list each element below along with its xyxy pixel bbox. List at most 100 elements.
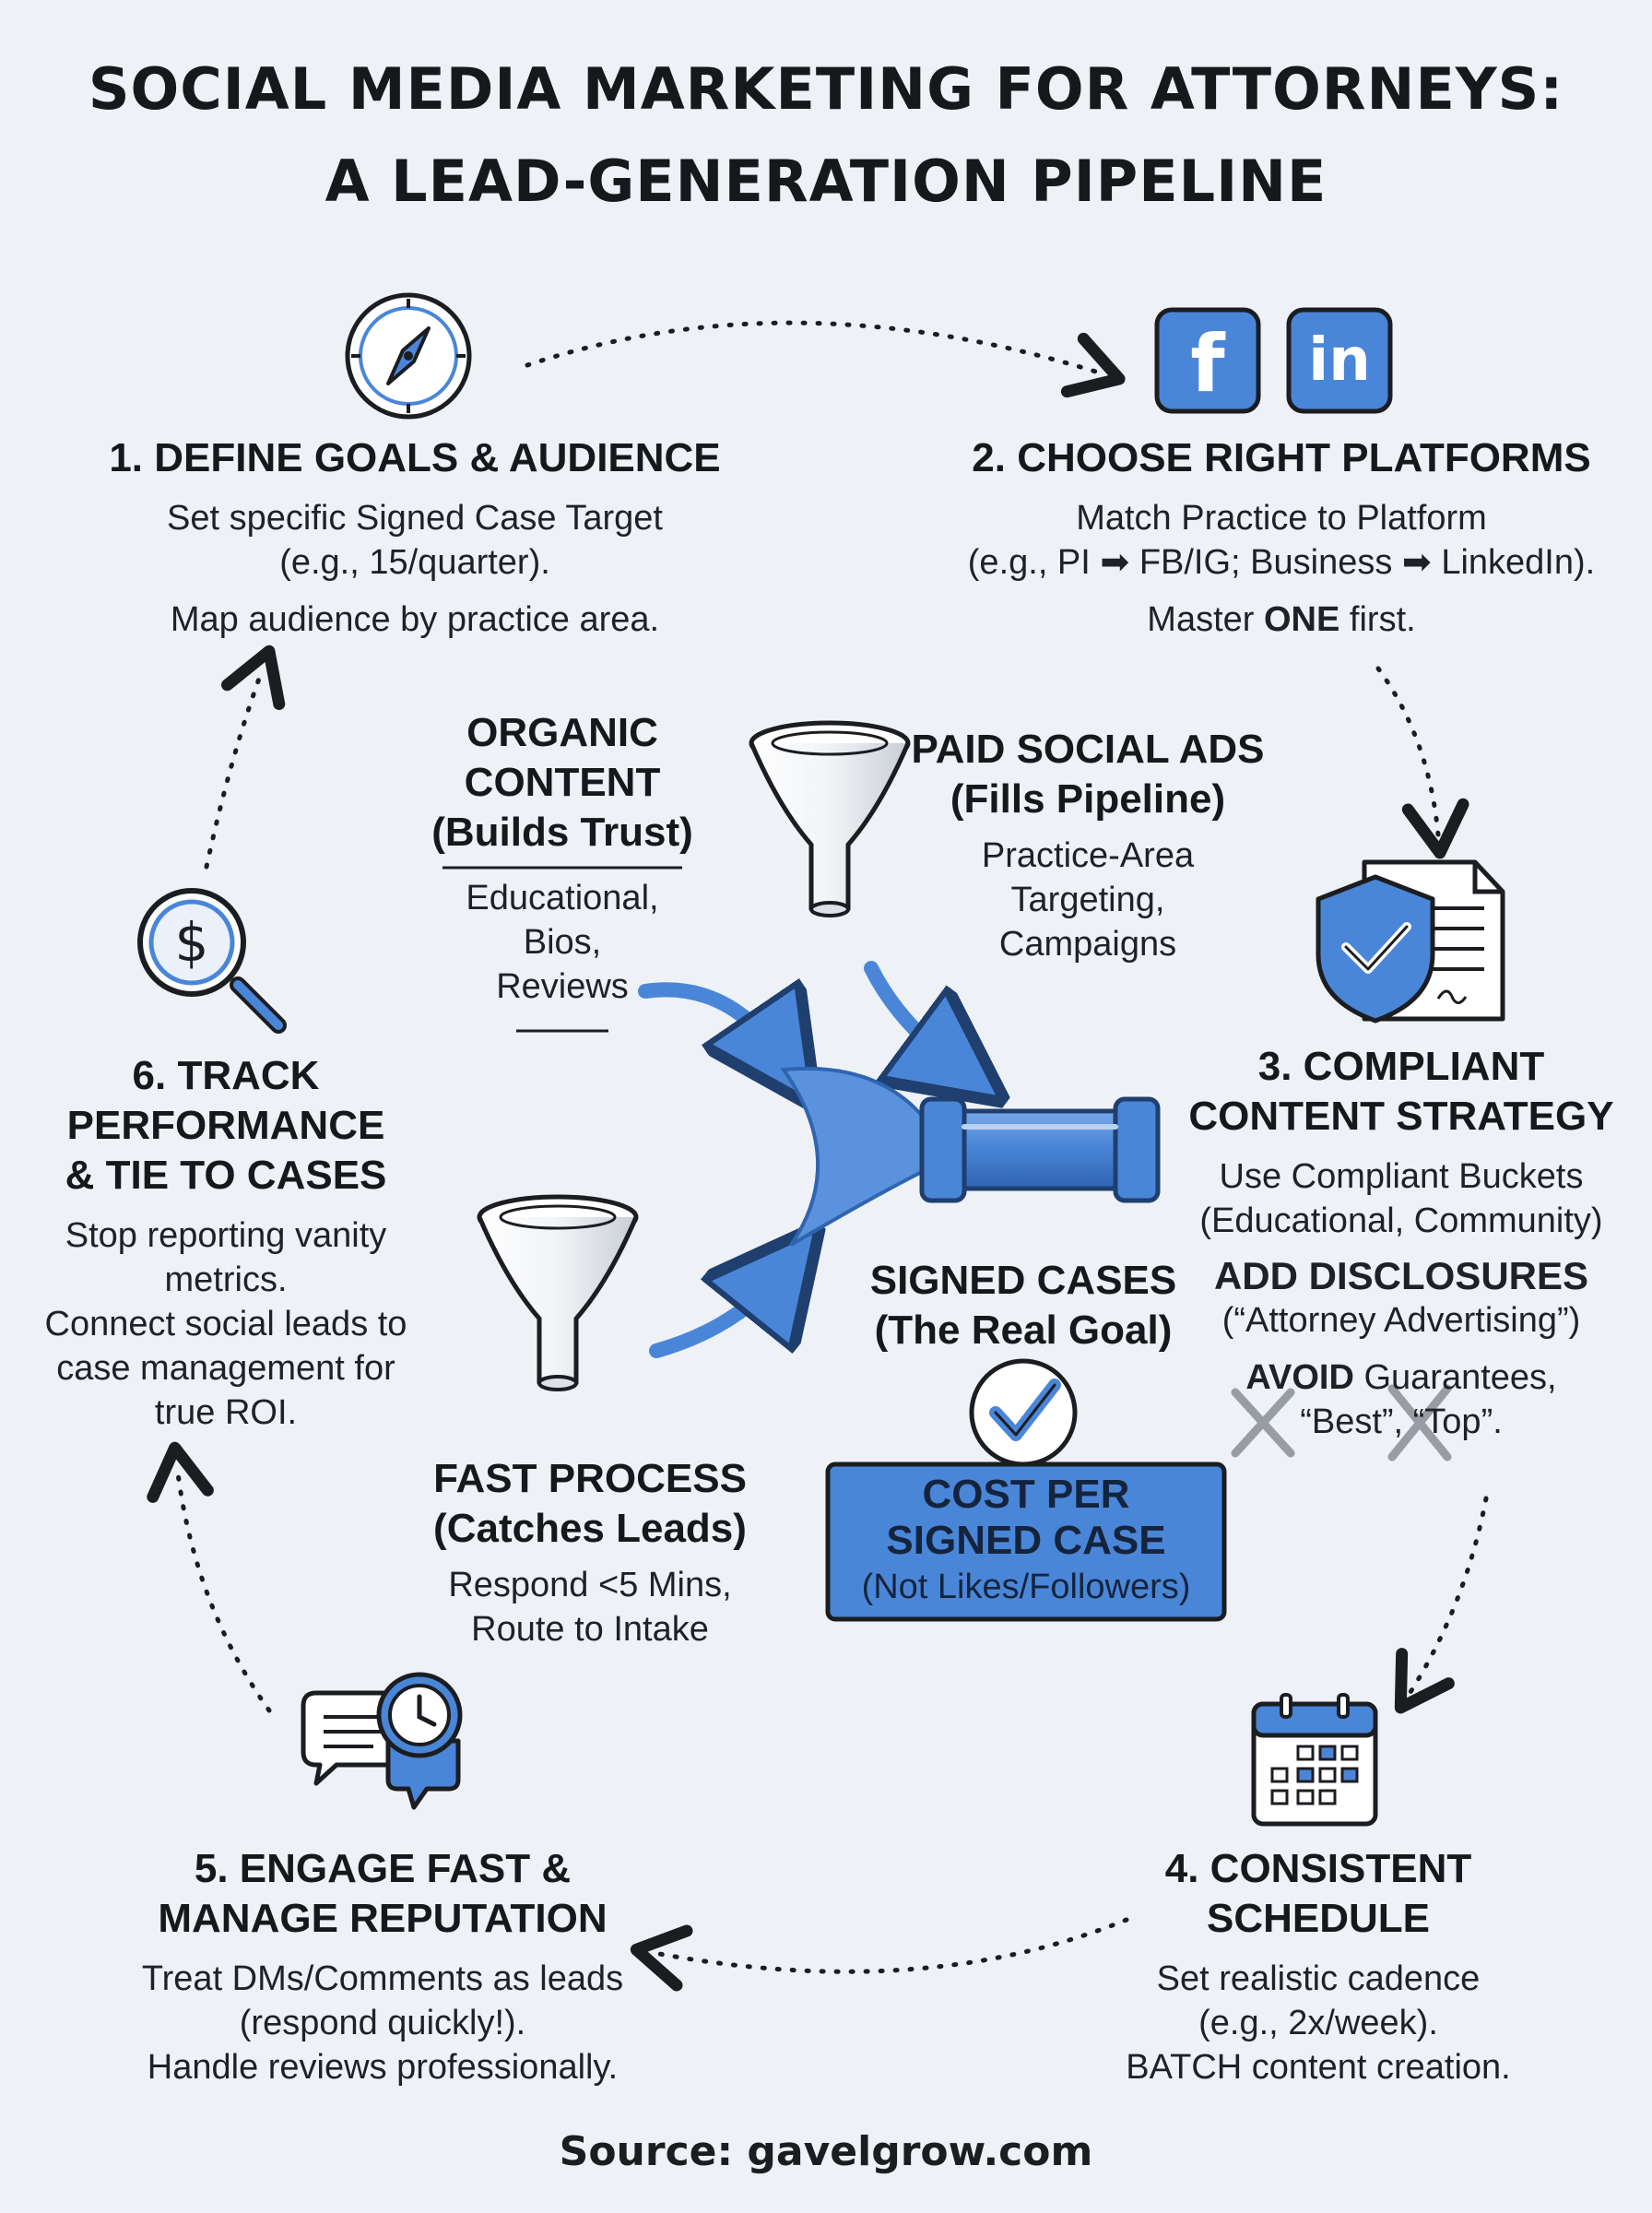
step-3-line-4b: Guarantees, (1363, 1358, 1557, 1397)
paid-heading-1: PAID SOCIAL ADS (911, 727, 1265, 772)
step-2-line-3a: Master (1147, 600, 1255, 639)
organic-heading-1: ORGANIC (466, 710, 658, 755)
step-6-heading-2: PERFORMANCE (66, 1103, 385, 1148)
step-1-heading: 1. DEFINE GOALS & AUDIENCE (109, 435, 721, 480)
arrow-fast-to-pipe (649, 1271, 784, 1358)
shield-document-icon (1316, 859, 1505, 1024)
step-2-line-2b: FB/IG; Business (1139, 543, 1393, 582)
arrow-3-to-4 (1394, 1496, 1489, 1714)
step-2-line-3: Master ONE first. (922, 598, 1641, 642)
chat-clock-icon (301, 1672, 463, 1810)
step-4-heading-1: 4. CONSISTENT (1164, 1846, 1472, 1891)
signed-heading-2: (The Real Goal) (874, 1308, 1173, 1353)
step-2-heading: 2. CHOOSE RIGHT PLATFORMS (972, 435, 1591, 480)
step-2-line-3b: ONE (1264, 600, 1340, 639)
cross-marks-icon (1231, 1384, 1452, 1462)
step-5-heading-1: 5. ENGAGE FAST & (194, 1846, 572, 1891)
facebook-icon (1154, 307, 1261, 414)
paid-line-1: Practice-Area (981, 836, 1195, 875)
fast-heading-1: FAST PROCESS (433, 1456, 747, 1501)
dollar-sign-icon: $ (174, 911, 209, 974)
organic-line-1: Educational, (466, 879, 659, 917)
step-6-line-3: Connect social leads to (44, 1305, 407, 1343)
cost-line-2: SIGNED CASE (886, 1518, 1166, 1563)
paid-ads-block: PAID SOCIAL ADS (Fills Pipeline) Practic… (903, 725, 1272, 966)
cycle-arrows (147, 320, 1489, 1992)
organic-heading-2: CONTENT (464, 760, 661, 805)
paid-funnel-icon (749, 720, 911, 917)
step-1-line-1: Set specific Signed Case Target (167, 499, 663, 538)
fast-line-1: Respond <5 Mins, (448, 1566, 732, 1604)
cost-box-text: COST PER SIGNED CASE (Not Likes/Follower… (828, 1472, 1224, 1610)
step-2-line-2a: (e.g., PI (967, 543, 1091, 582)
organic-funnel-icon (477, 1194, 639, 1391)
step-2-line-1: Match Practice to Platform (1076, 499, 1487, 538)
step-4-heading-2: SCHEDULE (1206, 1896, 1431, 1941)
pipe-graphic (780, 1066, 1161, 1247)
facebook-icon-glyph: f (1190, 318, 1225, 410)
step-3-line-1: Use Compliant Buckets (1219, 1157, 1584, 1196)
step-6-line-5: true ROI. (154, 1393, 298, 1432)
paid-line-3: Campaigns (998, 925, 1177, 964)
cost-line-3: (Not Likes/Followers) (861, 1568, 1191, 1606)
compass-icon (345, 292, 472, 420)
arrow-2-to-3 (1375, 666, 1469, 859)
step-4-line-1: Set realistic cadence (1156, 1959, 1481, 1998)
step-6-line-4: case management for (56, 1349, 395, 1388)
arrow-5-to-6 (147, 1441, 272, 1713)
step-3-heading-2: CONTENT STRATEGY (1188, 1094, 1614, 1139)
step-5-heading-2: MANAGE REPUTATION (158, 1896, 608, 1941)
step-2-block: 2. CHOOSE RIGHT PLATFORMS Match Practice… (922, 433, 1641, 642)
linkedin-icon (1286, 307, 1393, 414)
right-arrow-icon: ➡ (1401, 543, 1432, 582)
arrow-organic-to-pipe (638, 989, 784, 1060)
step-5-block: 5. ENGAGE FAST & MANAGE REPUTATION Treat… (92, 1844, 673, 2089)
step-6-heading-3: & TIE TO CASES (65, 1153, 387, 1198)
arrow-1-to-2 (525, 320, 1126, 398)
check-icon (969, 1358, 1078, 1467)
step-2-line-2: (e.g., PI ➡ FB/IG; Business ➡ LinkedIn). (922, 540, 1641, 585)
arrow-paid-to-pipe (864, 961, 959, 1068)
step-3-heading-1: 3. COMPLIANT (1257, 1044, 1545, 1089)
step-6-line-2: metrics. (164, 1260, 288, 1299)
paid-heading-2: (Fills Pipeline) (950, 776, 1226, 822)
organic-heading-3: (Builds Trust) (431, 810, 693, 855)
step-4-line-2: (e.g., 2x/week). (1198, 2004, 1438, 2042)
step-6-block: 6. TRACK PERFORMANCE & TIE TO CASES Stop… (18, 1051, 433, 1435)
step-2-line-3c: first. (1349, 600, 1416, 639)
step-4-block: 4. CONSISTENT SCHEDULE Set realistic cad… (1060, 1844, 1576, 2089)
fast-heading-2: (Catches Leads) (433, 1506, 747, 1551)
step-1-block: 1. DEFINE GOALS & AUDIENCE Set specific … (83, 433, 747, 642)
arrow-6-to-1 (204, 645, 286, 870)
step-6-heading-1: 6. TRACK (132, 1053, 320, 1098)
step-3-sub-heading: ADD DISCLOSURES (1213, 1254, 1589, 1297)
signed-cases-block: SIGNED CASES (The Real Goal) (848, 1256, 1198, 1355)
step-3-line-4: AVOID Guarantees, (1171, 1355, 1632, 1400)
step-5-line-1: Treat DMs/Comments as leads (141, 1959, 624, 1998)
step-3-line-5: “Best”, “Top”. (1300, 1402, 1503, 1441)
cost-line-1: COST PER (922, 1472, 1130, 1517)
step-3-line-2: (Educational, Community) (1199, 1201, 1603, 1240)
step-3-line-3: (“Attorney Advertising”) (1221, 1301, 1581, 1340)
calendar-icon (1251, 1693, 1378, 1827)
step-5-line-2: (respond quickly!). (239, 2004, 526, 2042)
step-2-line-2c: LinkedIn). (1441, 543, 1596, 582)
title-line-1: SOCIAL MEDIA MARKETING FOR ATTORNEYS: (88, 55, 1564, 123)
step-6-line-1: Stop reporting vanity (65, 1216, 387, 1255)
signed-heading-1: SIGNED CASES (869, 1258, 1177, 1303)
cost-box (825, 1462, 1227, 1622)
right-arrow-icon: ➡ (1100, 543, 1130, 582)
arrow-4-to-5 (630, 1917, 1129, 1992)
step-5-line-3: Handle reviews professionally. (147, 2048, 619, 2087)
paid-line-2: Targeting, (1010, 881, 1165, 919)
step-4-line-3: BATCH content creation. (1126, 2048, 1511, 2087)
step-3-line-4a: AVOID (1245, 1358, 1354, 1397)
fast-process-block: FAST PROCESS (Catches Leads) Respond <5 … (406, 1454, 774, 1651)
step-3-block: 3. COMPLIANT CONTENT STRATEGY Use Compli… (1171, 1042, 1632, 1444)
title-line-2: A LEAD-GENERATION PIPELINE (324, 148, 1328, 215)
source-credit: Source: gavelgrow.com (559, 2128, 1093, 2175)
organic-line-3: Reviews (496, 967, 629, 1006)
organic-content-block: ORGANIC CONTENT (Builds Trust) Education… (406, 708, 719, 1009)
step-1-line-3: Map audience by practice area. (170, 600, 660, 639)
